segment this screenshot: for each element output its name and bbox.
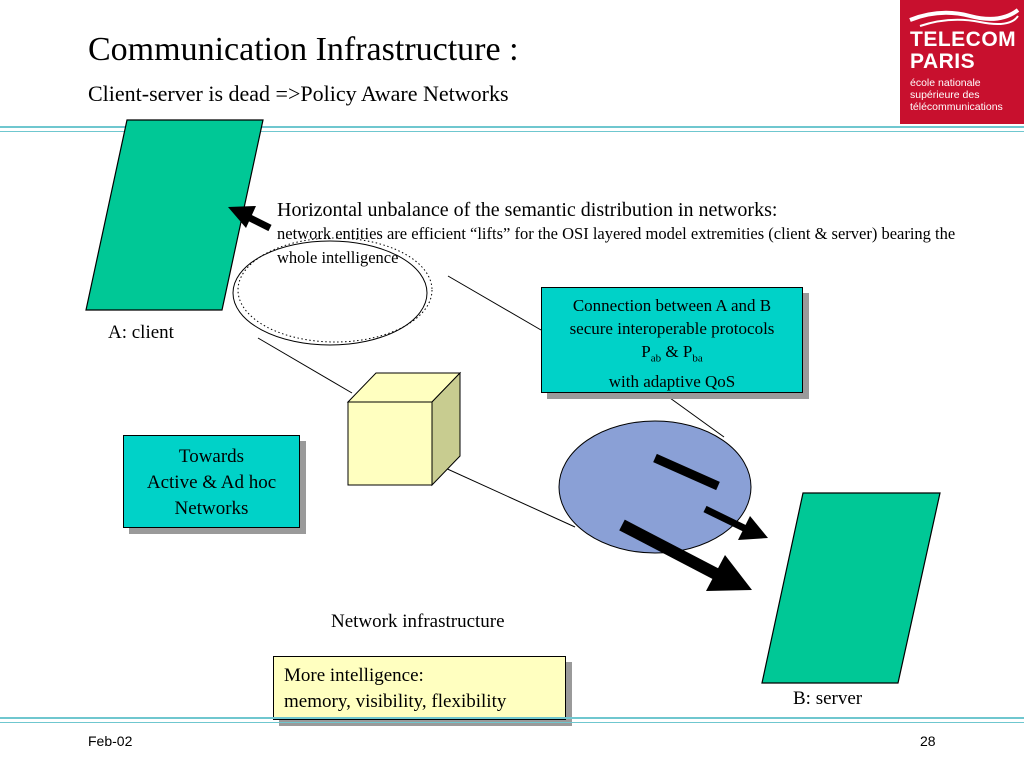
client-parallelogram [85, 119, 264, 311]
footer-divider-thin [0, 722, 1024, 723]
towards-line-1: Towards [178, 446, 245, 467]
connector-cube-ellipse [431, 461, 576, 528]
connector-box-ellipse [651, 384, 725, 438]
header-divider [0, 126, 1024, 128]
connection-line-1: Connection between A and B [572, 296, 772, 315]
network-infrastructure-label: Network infrastructure [331, 611, 505, 632]
logo-subtext-3: télécommunications [910, 101, 1003, 113]
footer-divider [0, 717, 1024, 719]
page-number: 28 [920, 733, 936, 749]
logo-text-telecom: TELECOM [910, 28, 1017, 51]
horizontal-body: network entities are efficient “lifts” f… [277, 224, 956, 267]
ring-ellipse-solid [232, 240, 428, 346]
network-cube [346, 371, 462, 487]
intelligence-box: More intelligence: memory, visibility, f… [273, 656, 566, 720]
ring-ellipse-dotted [237, 237, 433, 343]
connection-line-2: secure interoperable protocols [569, 319, 775, 338]
connector-text-box [447, 275, 542, 331]
header-divider-thin [0, 131, 1024, 132]
network-node-ellipse [558, 420, 752, 554]
connector-client-cube [257, 337, 353, 394]
connection-line-3: Pab & Pba [641, 342, 703, 365]
client-label: A: client [108, 322, 174, 343]
logo-text-paris: PARIS [910, 50, 976, 73]
server-parallelogram [761, 492, 941, 684]
horizontal-unbalance-note: Horizontal unbalance of the semantic dis… [277, 198, 957, 270]
logo-subtext-2: supérieure des [910, 89, 980, 101]
towards-box: Towards Active & Ad hoc Networks [123, 435, 300, 528]
arrow-to-client [228, 206, 272, 232]
intel-line-2: memory, visibility, flexibility [284, 691, 507, 712]
logo-subtext-1: école nationale [910, 77, 981, 89]
slide-subtitle: Client-server is dead =>Policy Aware Net… [88, 81, 509, 106]
connection-line-4: with adaptive QoS [608, 372, 736, 392]
connection-box: Connection between A and B secure intero… [541, 287, 803, 393]
dash-bar [653, 453, 720, 491]
intel-line-1: More intelligence: [284, 665, 424, 686]
logo-swoosh-icon [909, 8, 1020, 27]
telecom-paris-logo: TELECOM PARIS école nationale supérieure… [900, 0, 1024, 124]
arrow-to-server-small [703, 505, 768, 540]
server-label: B: server [793, 688, 863, 709]
horizontal-heading: Horizontal unbalance of the semantic dis… [277, 199, 778, 221]
towards-line-3: Networks [174, 498, 249, 519]
towards-line-2: Active & Ad hoc [146, 472, 277, 493]
footer-date: Feb-02 [88, 733, 133, 749]
arrow-to-server-large [619, 519, 752, 591]
slide-title: Communication Infrastructure : [88, 31, 519, 68]
